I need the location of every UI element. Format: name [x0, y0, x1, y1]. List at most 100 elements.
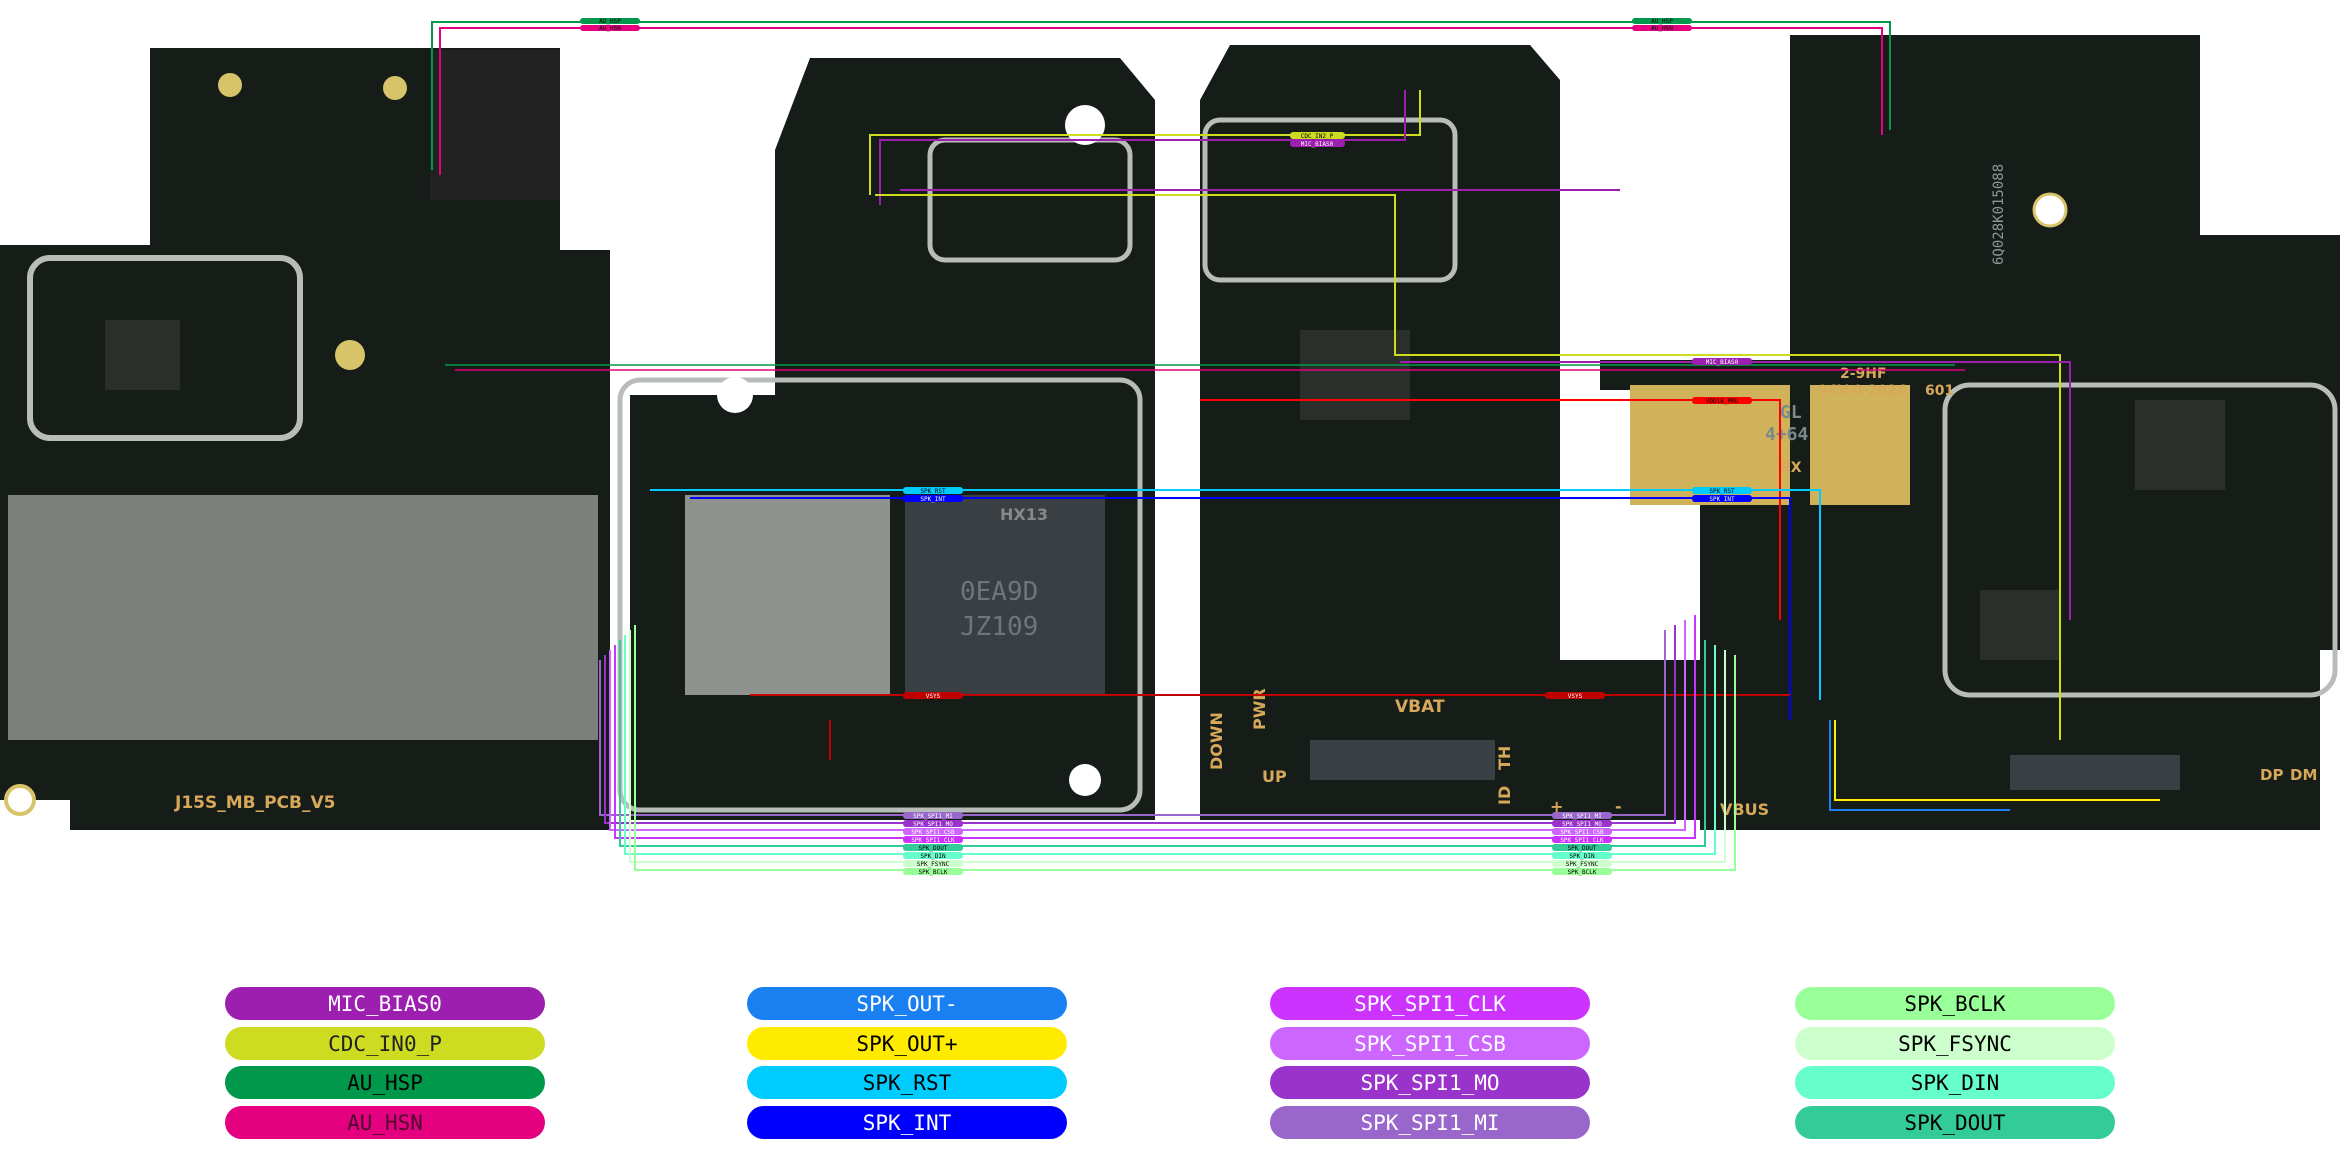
dp-label: DP	[2260, 766, 2283, 784]
legend-label: SPK_SPI1_CLK	[1354, 991, 1506, 1016]
chip-mark: JZ109	[960, 612, 1038, 642]
pwr-label: PWR	[1250, 688, 1269, 730]
plus-label: +	[1550, 797, 1563, 816]
dm-label: DM	[2290, 766, 2317, 784]
vbat-label: VBAT	[1395, 697, 1445, 717]
legend-spk-bclk: SPK_BCLK	[1795, 987, 2115, 1020]
legend-label: CDC_IN0_P	[328, 1031, 442, 1056]
legend-label: SPK_SPI1_CSB	[1354, 1031, 1506, 1056]
board-connector	[1310, 740, 1495, 780]
net-label: VSYS	[1568, 693, 1583, 700]
hf-label: 2-9HF	[1840, 366, 1887, 382]
net-label: SPK_FSYNC	[1566, 861, 1599, 868]
rating-label: 94V-0 2024	[1818, 383, 1907, 399]
legend-spk-spi1-mi: SPK_SPI1_MI	[1270, 1106, 1590, 1139]
up-label: UP	[1262, 767, 1287, 786]
legend-mic-bias0: MIC_BIAS0	[225, 987, 545, 1020]
net-traces	[431, 21, 2160, 871]
net-label-pill	[903, 844, 963, 851]
net-label: AU_HSP	[1651, 18, 1673, 25]
net-label-pill	[1552, 852, 1612, 859]
net-label-pill	[903, 820, 963, 827]
sim-tray	[8, 495, 598, 740]
net-label: SPK_INT	[1709, 496, 1735, 503]
legend-spk-dout: SPK_DOUT	[1795, 1106, 2115, 1139]
legend-label: SPK_OUT-	[856, 991, 958, 1016]
legend-label: SPK_OUT+	[856, 1031, 958, 1056]
rx-label: RX	[1780, 460, 1802, 476]
chip-mark: HX13	[1000, 505, 1048, 524]
legend-spk-spi1-mo: SPK_SPI1_MO	[1270, 1066, 1590, 1099]
net-label: MIC_BIAS0	[1706, 359, 1739, 366]
net-label-pill	[1552, 820, 1612, 827]
usb-connector	[2010, 755, 2180, 790]
net-label: SPK_SPI1_CSB	[911, 829, 955, 836]
legend-spk-fsync: SPK_FSYNC	[1795, 1027, 2115, 1060]
net-label: SPK_INT	[920, 496, 946, 503]
legend-label: AU_HSP	[347, 1070, 423, 1095]
serial-label: 6Q028K015088	[1991, 164, 2007, 265]
spk-bus-label-stacks: SPK_SPI1_MISPK_SPI1_MOSPK_SPI1_CSBSPK_SP…	[903, 812, 1612, 876]
net-label: SPK_DIN	[920, 853, 946, 860]
net-label-pill	[1552, 828, 1612, 835]
pcb-left: J15S_MB_PCB_V5	[0, 48, 610, 830]
gold-pad	[1630, 385, 1790, 505]
legend-label: SPK_DOUT	[1904, 1110, 2006, 1135]
legend-label: SPK_INT	[862, 1110, 952, 1135]
legend-label: SPK_SPI1_MI	[1360, 1110, 1500, 1135]
pcb-board-4: GL 4+64 RX 2-9HF 94V-0 2024 601 VBUS DP …	[1600, 35, 2340, 830]
net-label: SPK_BCLK	[919, 869, 948, 876]
legend-au-hsp: AU_HSP	[225, 1066, 545, 1099]
net-label-pills: AU_HSP AU_HSN AU_HSP AU_HSN CDC_IN2_P MI…	[580, 18, 1752, 700]
net-label-pill	[903, 860, 963, 867]
legend-spk-rst: SPK_RST	[747, 1066, 1067, 1099]
net-label: SPK_SPI1_CLK	[1560, 837, 1604, 844]
pcb-diagram: J15S_MB_PCB_V5 HX13 0EA9D JZ109 VBAT PWR…	[0, 18, 2340, 876]
net-label: SPK_SPI1_MI	[913, 813, 953, 820]
net-label-pill	[1552, 844, 1612, 851]
net-label: SPK_SPI1_CLK	[911, 837, 955, 844]
bga-pads	[685, 495, 890, 695]
id-label: ID	[1495, 786, 1514, 805]
net-label: CDC_IN2_P	[1301, 133, 1334, 140]
net-label-pill	[1552, 836, 1612, 843]
legend-spk-spi1-csb: SPK_SPI1_CSB	[1270, 1027, 1590, 1060]
legend-cdc-in0-p: CDC_IN0_P	[225, 1027, 545, 1060]
net-label: VDD18_PMU	[1706, 398, 1739, 405]
legend-au-hsn: AU_HSN	[225, 1106, 545, 1139]
net-label-pill	[903, 828, 963, 835]
chip-mark: 0EA9D	[960, 577, 1038, 607]
net-label: SPK_FSYNC	[917, 861, 950, 868]
net-label: AU_HSP	[599, 18, 621, 25]
down-label: DOWN	[1207, 712, 1226, 770]
legend-label: SPK_RST	[862, 1070, 952, 1095]
net-label-pill	[903, 868, 963, 875]
legend-spk-int: SPK_INT	[747, 1106, 1067, 1139]
net-label-pill	[1552, 860, 1612, 867]
vbus-label: VBUS	[1720, 800, 1769, 819]
legend-spk-spi1-clk: SPK_SPI1_CLK	[1270, 987, 1590, 1020]
legend-label: SPK_BCLK	[1904, 991, 2006, 1016]
net-label: MIC_BIAS0	[1301, 141, 1334, 148]
net-label-pill	[1552, 812, 1612, 819]
net-label: SPK_DOUT	[919, 845, 948, 852]
net-label: SPK_SPI1_CSB	[1560, 829, 1604, 836]
net-legend: MIC_BIAS0 CDC_IN0_P AU_HSP AU_HSN SPK_OU…	[0, 985, 2347, 1155]
code-label: 601	[1925, 383, 1954, 399]
legend-label: SPK_DIN	[1910, 1070, 2000, 1095]
memory-chip	[905, 495, 1105, 695]
mem-label: 4+64	[1765, 424, 1809, 445]
legend-label: SPK_FSYNC	[1898, 1031, 2012, 1056]
legend-spk-din: SPK_DIN	[1795, 1066, 2115, 1099]
net-label-pill	[903, 852, 963, 859]
net-label: SPK_RST	[920, 488, 946, 495]
net-label: SPK_SPI1_MI	[1562, 813, 1602, 820]
net-label-pill	[1552, 868, 1612, 875]
net-label: AU_HSN	[599, 25, 621, 32]
legend-label: MIC_BIAS0	[328, 991, 442, 1016]
ic-chip	[105, 320, 180, 390]
minus-label: -	[1615, 797, 1622, 816]
legend-label: AU_HSN	[347, 1110, 423, 1135]
net-label-pill	[903, 836, 963, 843]
gl-label: GL	[1780, 402, 1802, 423]
